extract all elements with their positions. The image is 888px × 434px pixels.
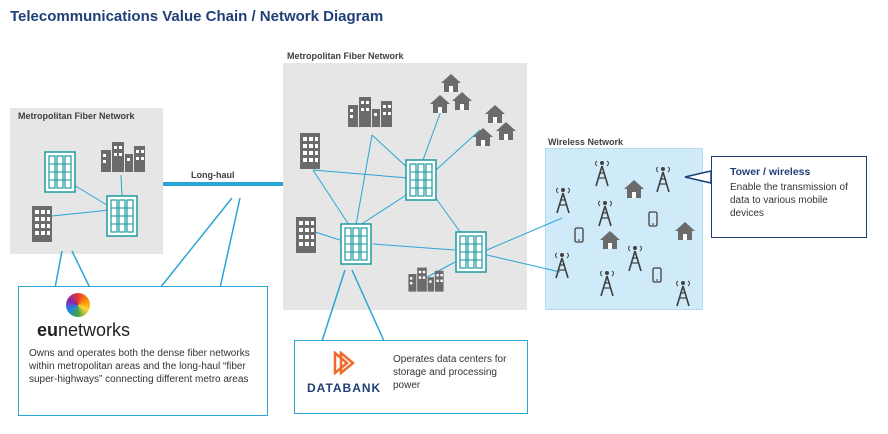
left-metro-label: Metropolitan Fiber Network (18, 111, 135, 121)
office-building-icon (32, 206, 52, 242)
house-icon (452, 92, 472, 110)
datacenter-icon (340, 223, 372, 265)
office-building-icon (296, 217, 316, 253)
mobile-phone-icon (652, 267, 662, 283)
eunetworks-logo-suffix: networks (58, 320, 131, 340)
house-icon (624, 180, 644, 198)
house-icon (496, 122, 516, 140)
mobile-phone-icon (648, 211, 658, 227)
tower-wireless-description: Enable the transmission of data to vario… (730, 182, 848, 219)
wireless-network-label: Wireless Network (548, 137, 623, 147)
tower-icon (594, 160, 610, 187)
databank-callout: DATABANK Operates data centers for stora… (294, 340, 528, 414)
tower-icon (555, 187, 571, 214)
datacenter-icon (455, 231, 487, 273)
mobile-phone-icon (574, 227, 584, 243)
tower-icon (627, 245, 643, 272)
datacenter-icon (44, 151, 76, 193)
datacenter-icon (405, 159, 437, 201)
databank-description: Operates data centers for storage and pr… (393, 354, 507, 391)
page-title: Telecommunications Value Chain / Network… (10, 8, 384, 25)
tower-icon (597, 200, 613, 227)
house-icon (430, 95, 450, 113)
house-icon (600, 231, 620, 249)
eunetworks-logo-prefix: eu (37, 320, 59, 340)
house-icon (473, 128, 493, 146)
datacenter-icon (106, 195, 138, 237)
tower-icon (675, 280, 691, 307)
tower-icon (655, 166, 671, 193)
city-buildings-icon (101, 142, 145, 172)
city-buildings-icon (348, 97, 392, 127)
house-icon (485, 105, 505, 123)
house-icon (441, 74, 461, 92)
eunetworks-logo-text: eunetworks (37, 320, 130, 341)
eunetworks-logo-icon (66, 293, 90, 317)
databank-logo-text: DATABANK (307, 381, 382, 395)
databank-logo-icon (333, 351, 355, 375)
center-metro-label: Metropolitan Fiber Network (287, 51, 404, 61)
city-buildings-icon (408, 267, 444, 292)
house-icon (675, 222, 695, 240)
tower-icon (554, 252, 570, 279)
tower-wireless-callout: Tower / wireless Enable the transmission… (711, 156, 867, 238)
eunetworks-callout: eunetworks Owns and operates both the de… (18, 286, 268, 416)
office-building-icon (300, 133, 320, 169)
tower-icon (599, 270, 615, 297)
tower-wireless-title: Tower / wireless (730, 166, 811, 178)
eunetworks-description: Owns and operates both the dense fiber n… (29, 348, 250, 385)
long-haul-label: Long-haul (191, 170, 235, 180)
